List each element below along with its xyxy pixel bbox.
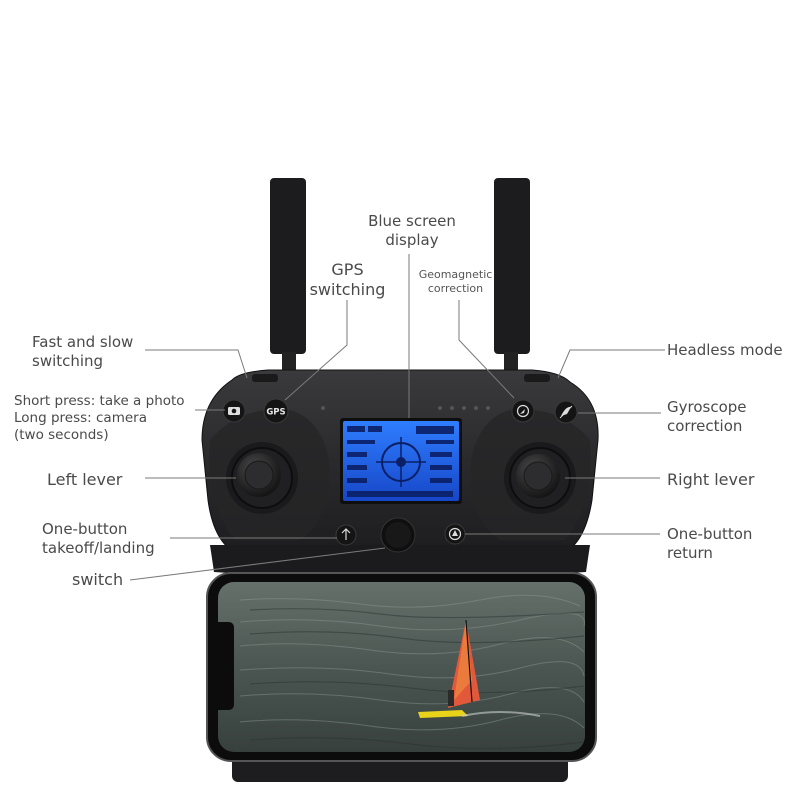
right-lever[interactable] <box>504 442 576 514</box>
blue-screen-line-2: display <box>385 231 439 249</box>
photo-line-3: (two seconds) <box>14 427 109 443</box>
return-line-2: return <box>667 544 713 562</box>
gps-icon: GPS <box>266 408 285 418</box>
camera-icon <box>228 407 240 415</box>
headless-icon <box>559 405 573 419</box>
fast-slow-switching-label: Fast and slow switching <box>32 333 133 371</box>
smartphone <box>206 572 597 762</box>
gps-switching-line-1: GPS <box>331 260 364 279</box>
one-button-return-label: One-button return <box>667 525 752 563</box>
geomagnetic-line-1: Geomagnetic <box>418 268 493 281</box>
return-button[interactable] <box>444 523 466 545</box>
left-lever[interactable] <box>226 442 298 514</box>
return-line-1: One-button <box>667 525 753 543</box>
lcd-screen <box>340 418 462 504</box>
gyroscope-line-1: Gyroscope <box>667 398 747 416</box>
gps-switching-label: GPS switching <box>300 260 395 300</box>
headless-mode-label: Headless mode <box>667 341 783 359</box>
compass-button[interactable] <box>511 399 535 423</box>
takeoff-icon <box>341 528 351 540</box>
return-icon <box>448 527 462 541</box>
switch-label: switch <box>72 570 124 589</box>
one-button-takeoff-label: One-button takeoff/landing <box>42 520 155 558</box>
geomagnetic-line-2: correction <box>427 282 484 295</box>
right-lever-label: Right lever <box>667 470 755 489</box>
blue-screen-line-1: Blue screen <box>368 212 456 230</box>
geomagnetic-correction-label: Geomagnetic correction <box>408 268 503 296</box>
gyroscope-correction-label: Gyroscope correction <box>667 398 747 436</box>
left-lever-label: Left lever <box>47 470 123 489</box>
gps-button[interactable]: GPS <box>263 398 289 424</box>
gyroscope-line-2: correction <box>667 417 743 435</box>
photo-camera-label: Short press: take a photo Long press: ca… <box>14 393 185 444</box>
video-feed <box>239 594 585 750</box>
blue-screen-display-label: Blue screen display <box>362 212 462 250</box>
compass-icon <box>516 404 530 418</box>
power-switch[interactable] <box>380 517 416 553</box>
leader-lines <box>129 254 665 581</box>
takeoff-line-2: takeoff/landing <box>42 539 155 557</box>
takeoff-landing-button[interactable] <box>335 524 357 546</box>
windsurfer <box>418 619 541 718</box>
takeoff-line-1: One-button <box>42 520 128 538</box>
photo-line-2: Long press: camera <box>14 410 147 426</box>
fast-slow-line-2: switching <box>32 352 104 370</box>
fast-slow-line-1: Fast and slow <box>32 333 134 351</box>
headless-button[interactable] <box>554 400 578 424</box>
photo-line-1: Short press: take a photo <box>14 393 185 409</box>
gps-switching-line-2: switching <box>309 280 386 299</box>
camera-button[interactable] <box>222 399 246 423</box>
